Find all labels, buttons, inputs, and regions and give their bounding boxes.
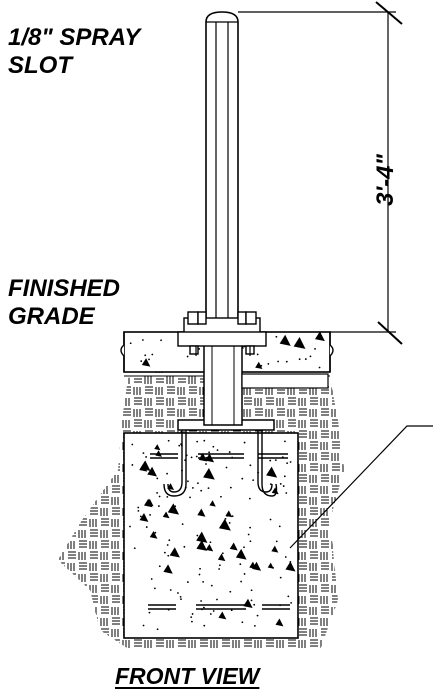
- bollard-post: [205, 11, 239, 320]
- leader-line: [289, 425, 433, 549]
- spray-slot-label: 1/8" SPRAY SLOT: [8, 24, 141, 79]
- finished-grade-label: FINISHED GRADE: [8, 275, 121, 330]
- sleeve: [203, 344, 243, 426]
- height-dimension-label: 3'-4": [372, 154, 399, 206]
- rebar: [148, 453, 290, 610]
- side-conduit: [241, 373, 329, 389]
- anchor-bolts: [163, 425, 278, 497]
- concrete-footing: [123, 432, 299, 639]
- view-title: FRONT VIEW: [115, 663, 260, 689]
- dimension-line: [238, 1, 403, 345]
- break-line-right: [329, 332, 334, 372]
- break-line-left: [120, 332, 125, 372]
